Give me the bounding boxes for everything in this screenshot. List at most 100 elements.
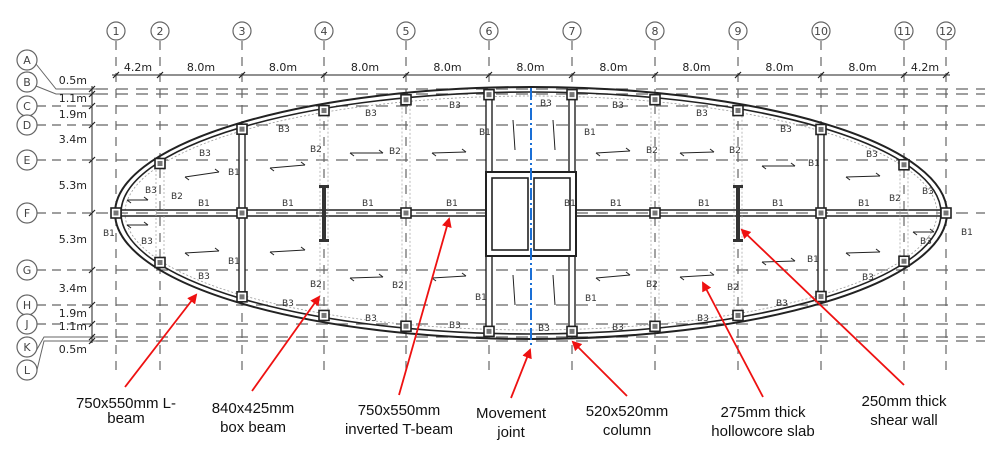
dimension-tick <box>88 102 96 110</box>
beam-label-b3: B3 <box>866 150 878 160</box>
box-beam-callout-line2: box beam <box>220 419 286 436</box>
beam-label-b3: B3 <box>538 324 550 334</box>
column-core <box>321 312 327 318</box>
grid-label-row-L: L <box>24 364 31 377</box>
grid-label-row-H: H <box>23 299 31 312</box>
beam-label-b2: B2 <box>646 280 658 290</box>
dimension-tick <box>88 333 96 341</box>
l-beam-callout-line2: beam <box>107 410 145 427</box>
dimension-label: 0.5m <box>59 74 87 87</box>
beam-label-b3: B3 <box>780 125 792 135</box>
beam-label-b1: B1 <box>282 199 294 209</box>
structure <box>110 86 952 345</box>
dimension-tick <box>88 266 96 274</box>
column-core <box>735 312 741 318</box>
beam-label-b1: B1 <box>475 293 487 303</box>
beam-label-b1: B1 <box>807 255 819 265</box>
column-core <box>239 294 245 300</box>
slab-span-arrow <box>845 251 881 254</box>
beam-label-b1: B1 <box>228 168 240 178</box>
beam-label-b2: B2 <box>392 281 404 291</box>
dimension-tick <box>112 71 120 79</box>
dimension-tick <box>651 71 659 79</box>
grid-label-column-12: 12 <box>939 25 953 38</box>
slab-span-arrowhead <box>679 152 685 157</box>
beam-label-b3: B3 <box>198 272 210 282</box>
grid-bubble-column <box>936 21 956 41</box>
dimension-tick <box>320 71 328 79</box>
column-core <box>735 108 741 114</box>
column-core <box>943 210 949 216</box>
shear-wall-callout-line1: 250mm thick <box>861 393 947 410</box>
beam-label-b3: B3 <box>697 314 709 324</box>
slab-span-arrowhead <box>912 231 918 236</box>
beam-label-b3: B3 <box>449 101 461 111</box>
dimension-label: 5.3m <box>59 233 87 246</box>
grid-label-column-11: 11 <box>897 25 911 38</box>
beam-label-b1: B1 <box>446 199 458 209</box>
dimension-label: 8.0m <box>516 61 544 74</box>
beam-label-b1: B1 <box>585 294 597 304</box>
dimension-label: 8.0m <box>269 61 297 74</box>
grid-label-row-F: F <box>24 207 30 220</box>
column-core <box>157 160 163 166</box>
beam-label-b2: B2 <box>310 145 322 155</box>
slab-span-arrow <box>679 151 715 154</box>
grid-bubble-row <box>16 359 38 381</box>
beam-label-b1: B1 <box>808 159 820 169</box>
grid-label-row-D: D <box>23 119 31 132</box>
grid-label-row-B: B <box>23 76 31 89</box>
column-core <box>403 210 409 216</box>
grid-leader <box>35 85 96 95</box>
shear-wall-end <box>319 185 329 188</box>
grid-bubble-row <box>16 202 38 224</box>
beam-label-b2: B2 <box>729 146 741 156</box>
beam-label-b3: B3 <box>449 321 461 331</box>
dimension-label: 1.1m <box>59 92 87 105</box>
grid-bubble-row <box>16 114 38 136</box>
slab-span-arrowhead <box>709 271 715 276</box>
column-core <box>901 258 907 264</box>
slab-span-arrowhead <box>679 276 685 281</box>
inverted-t-beam-callout-line2: inverted T-beam <box>345 421 453 438</box>
beam-label-b3: B3 <box>696 109 708 119</box>
beam-label-b1: B1 <box>858 199 870 209</box>
slab-span-arrowhead <box>461 272 467 277</box>
grid-bubble-column <box>106 21 126 41</box>
slab-span-arrowhead <box>790 257 796 262</box>
dimension-tick <box>88 320 96 328</box>
column-core <box>486 92 492 98</box>
grid-label-row-A: A <box>23 54 31 67</box>
dimension-label: 1.9m <box>59 108 87 121</box>
column-core <box>486 328 492 334</box>
grid-bubble-column <box>479 21 499 41</box>
beam-label-b1: B1 <box>198 199 210 209</box>
slab-span-arrow <box>184 250 220 254</box>
movement-joint-callout-line2: joint <box>496 424 525 441</box>
hollowcore-slab-callout-arrow <box>702 281 764 398</box>
slab-span-arrowhead <box>300 246 306 251</box>
inverted-t-beam-callout-line1: 750x550mm <box>358 402 441 419</box>
dimension-tick <box>88 337 96 345</box>
slab-span-arrowhead <box>214 247 220 252</box>
grid-bubble-column <box>396 21 416 41</box>
dimension-tick <box>568 71 576 79</box>
beam-label-b3: B3 <box>365 109 377 119</box>
slab-span-arrow <box>595 150 631 154</box>
slab-span-arrow <box>845 175 881 178</box>
grid-label-column-4: 4 <box>321 25 328 38</box>
shear-wall-callout-arrow <box>740 228 905 386</box>
grid-label-column-7: 7 <box>569 25 576 38</box>
slab-span-arrow <box>512 119 516 151</box>
grid-label-row-E: E <box>24 154 31 167</box>
column-core <box>403 323 409 329</box>
grid-label-column-2: 2 <box>157 25 164 38</box>
beam-label-b1: B1 <box>362 199 374 209</box>
slab-span-arrowhead <box>184 252 190 257</box>
dimension-tick <box>734 71 742 79</box>
shear-wall <box>736 187 740 241</box>
dimension-label: 3.4m <box>59 133 87 146</box>
grid-leader <box>35 336 96 352</box>
